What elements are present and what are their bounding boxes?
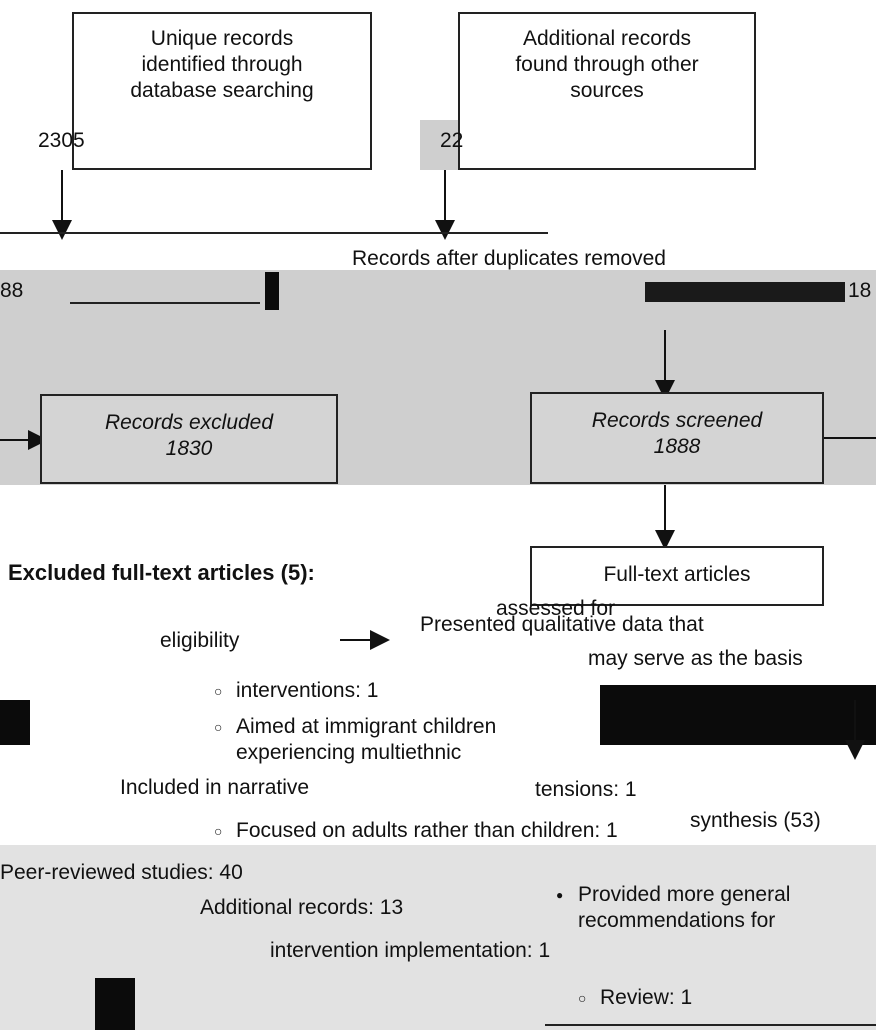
tensions-fragment: tensions: 1 [535, 778, 637, 801]
records-excluded-box: Records excluded 1830 [40, 394, 338, 484]
qualitative-fragment-line-1: Presented qualitative data that [420, 613, 704, 636]
full-text-line-1: Full-text articles [603, 563, 751, 586]
records-screened-label: Records screened [591, 409, 763, 432]
unique-records-count: 2305 [38, 129, 85, 152]
background-band [0, 845, 876, 1030]
duplicates-top-rule [0, 232, 548, 234]
bottom-rule [545, 1024, 876, 1026]
records-screened-box: Records screened 1888 [530, 392, 824, 484]
artefact-bar [265, 272, 279, 310]
additional-records-line-1: Additional records [522, 27, 692, 50]
qualitative-fragment-line-2: may serve as the basis [588, 647, 803, 670]
full-text-line-3: eligibility [160, 629, 240, 652]
unique-records-line-3: database searching [130, 79, 314, 102]
included-narrative-label: Included in narrative [120, 776, 310, 799]
duplicates-left-fragment: 88 [0, 279, 24, 302]
excluded-full-text-heading: Excluded full-text articles (5): [8, 560, 315, 585]
records-excluded-count: 1830 [165, 437, 213, 460]
records-excluded-label: Records excluded [104, 411, 274, 434]
unique-records-line-1: Unique records [150, 27, 294, 50]
unique-records-box: Unique records identified through databa… [72, 12, 372, 170]
synthesis-label: synthesis (53) [690, 809, 821, 832]
excluded-reason-3: Focused on adults rather than children: … [214, 818, 626, 844]
other-reason-1-cont: intervention implementation: 1 [270, 939, 551, 962]
duplicates-bottom-rule [70, 302, 260, 304]
additional-records-included: Additional records: 13 [200, 896, 404, 919]
excluded-reason-1: interventions: 1 [214, 678, 378, 704]
other-reason-2: Review: 1 [578, 985, 692, 1011]
full-text-line-2: assessed for [496, 597, 616, 620]
artefact-bar [645, 282, 845, 302]
artefact-bar [600, 685, 876, 745]
duplicates-label: Records after duplicates removed [352, 247, 666, 270]
records-screened-count: 1888 [653, 435, 701, 458]
additional-records-box: Additional records found through other s… [458, 12, 756, 170]
additional-records-line-2: found through other [515, 53, 699, 76]
other-reason-1: Provided more general recommendations fo… [556, 882, 876, 934]
artefact-bar [0, 700, 30, 745]
artefact-bar [95, 978, 135, 1030]
unique-records-line-2: identified through [141, 53, 303, 76]
excluded-reason-2: Aimed at immigrant children experiencing… [214, 714, 586, 766]
additional-records-line-3: sources [570, 79, 644, 102]
peer-reviewed-studies: Peer-reviewed studies: 40 [0, 861, 243, 884]
duplicates-right-fragment: 18 [848, 279, 872, 302]
full-text-box: Full-text articles [530, 546, 824, 606]
additional-records-count: 22 [440, 129, 464, 152]
